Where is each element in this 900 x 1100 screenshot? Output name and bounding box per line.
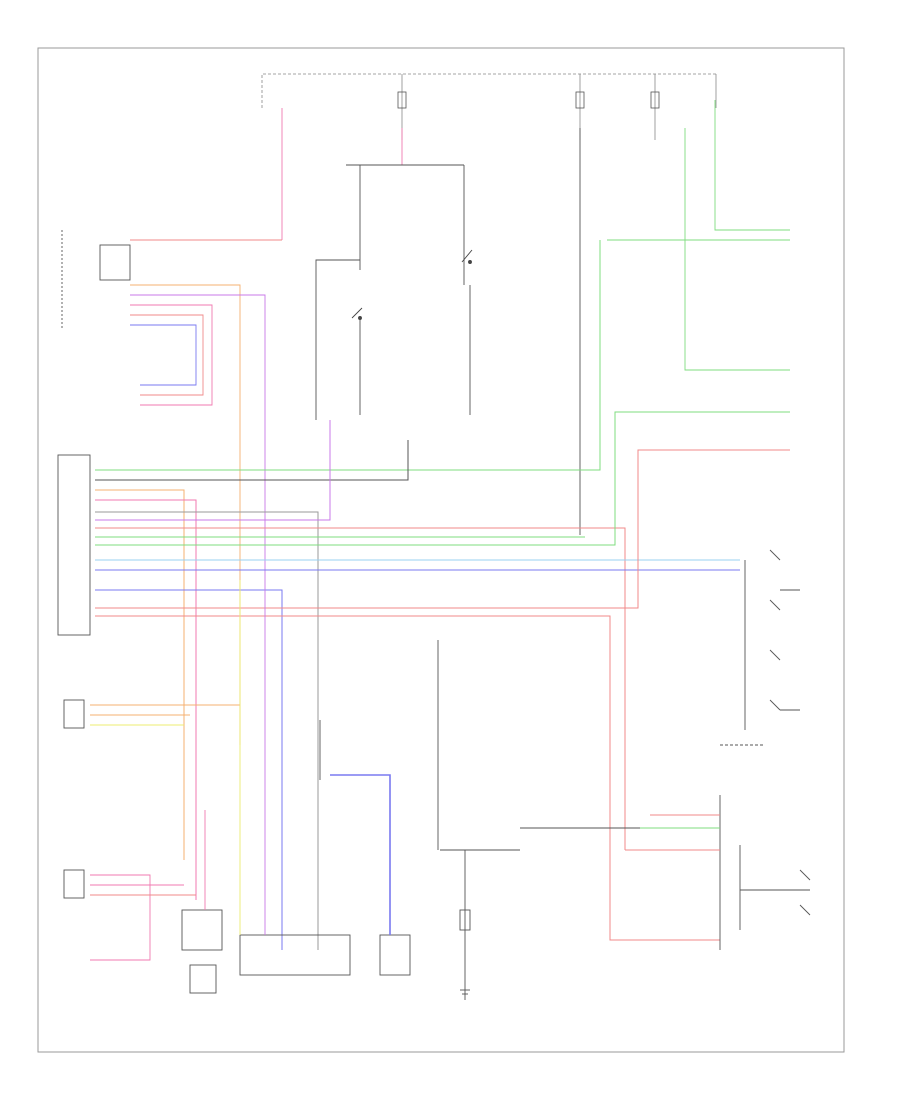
cruise-control-main-switch [744,549,800,730]
switch-icon [351,249,473,320]
electronically-controlled-transmission [319,720,411,976]
ground-circuit [437,640,720,1000]
combination-meter [61,230,282,745]
ecu-wire-harness [95,240,790,950]
stop-lamp-switch-circuit [281,100,790,535]
engine-control-module [239,580,351,976]
clutch-switch [181,810,223,994]
fuse-icon [397,91,660,109]
cruise-control-actuator [625,744,811,950]
diagram-border [37,47,845,1053]
vehicle-speed-sensor [63,699,240,961]
cruise-control-ecu-box [57,454,91,636]
power-bus [261,73,717,140]
